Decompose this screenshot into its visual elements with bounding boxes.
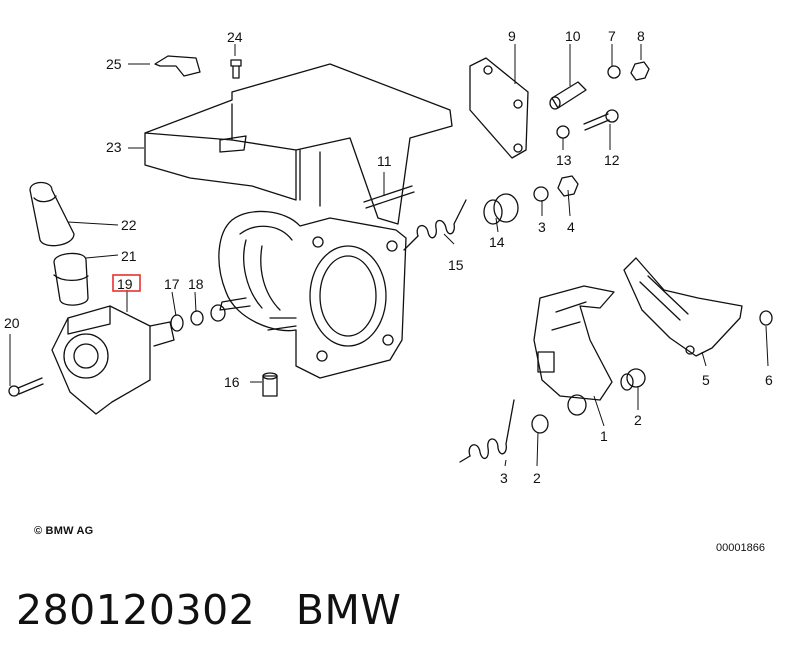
part-1-lever [533,285,615,401]
part-label: 3 [500,470,508,486]
part-6-bracket [623,257,743,357]
part-22-connector [53,252,89,306]
part-label: 15 [448,257,464,273]
part-label: 9 [508,28,516,44]
part-label: 11 [377,153,392,169]
part-17-sleeve [262,372,278,397]
part-label: 23 [106,139,122,155]
part-24-cover [144,63,453,225]
part-23-boot [29,181,75,247]
part-label: 25 [106,56,122,72]
part-8-washer [607,65,621,79]
part-label: 20 [4,315,20,331]
part-3-spring [459,399,515,463]
part-20-switch [51,305,175,415]
part-label: 3 [538,219,546,235]
part-5-nut [557,175,579,197]
part-26-clip [154,55,201,77]
brand-name: BMW [295,586,402,634]
part-12-stud [363,185,415,209]
part-label: 16 [224,374,240,390]
highlight-box [112,274,141,292]
part-label: 19 [117,276,133,292]
part-label: 21 [121,248,137,264]
part-label: 13 [556,152,572,168]
image-code: 00001866 [716,542,765,554]
part-label: 17 [164,276,180,292]
part-25-screw [230,59,242,79]
part-13-screw [583,109,619,131]
part-10-bracket [469,57,529,159]
part-label: 1 [600,428,608,444]
part-label: 7 [608,28,616,44]
part-7-washer [759,310,773,326]
part-9-nut [630,61,650,81]
part-2-bushing [531,368,646,434]
part-label: 2 [634,412,642,428]
throttle-body [218,210,407,379]
part-label: 10 [565,28,581,44]
part-14-washer [556,125,570,139]
part-label: 14 [489,234,505,250]
part-label: 5 [702,372,710,388]
part-labels: 25 24 23 22 21 19 20 17 18 16 11 15 14 3… [4,28,773,486]
part-label: 2 [533,470,541,486]
part-label: 8 [637,28,645,44]
part-label: 4 [567,219,575,235]
part-label: 22 [121,217,137,233]
part-11-sleeve [549,81,587,110]
parts-diagram: 25 24 23 22 21 19 20 17 18 16 11 15 14 3… [4,28,773,486]
part-label: 24 [227,29,243,45]
part-label: 18 [188,276,204,292]
part-label: 6 [765,372,773,388]
part-16-spring [403,199,467,251]
copyright-text: © BMW AG [34,525,94,537]
part-4-washer [533,186,549,202]
part-21-screw [8,377,44,397]
part-label: 12 [604,152,620,168]
part-15-bushing [483,193,519,225]
part-number: 280120302 [16,586,256,634]
part-18-19-washers [170,304,226,332]
footer-caption: 280120302 BMW [16,586,401,634]
